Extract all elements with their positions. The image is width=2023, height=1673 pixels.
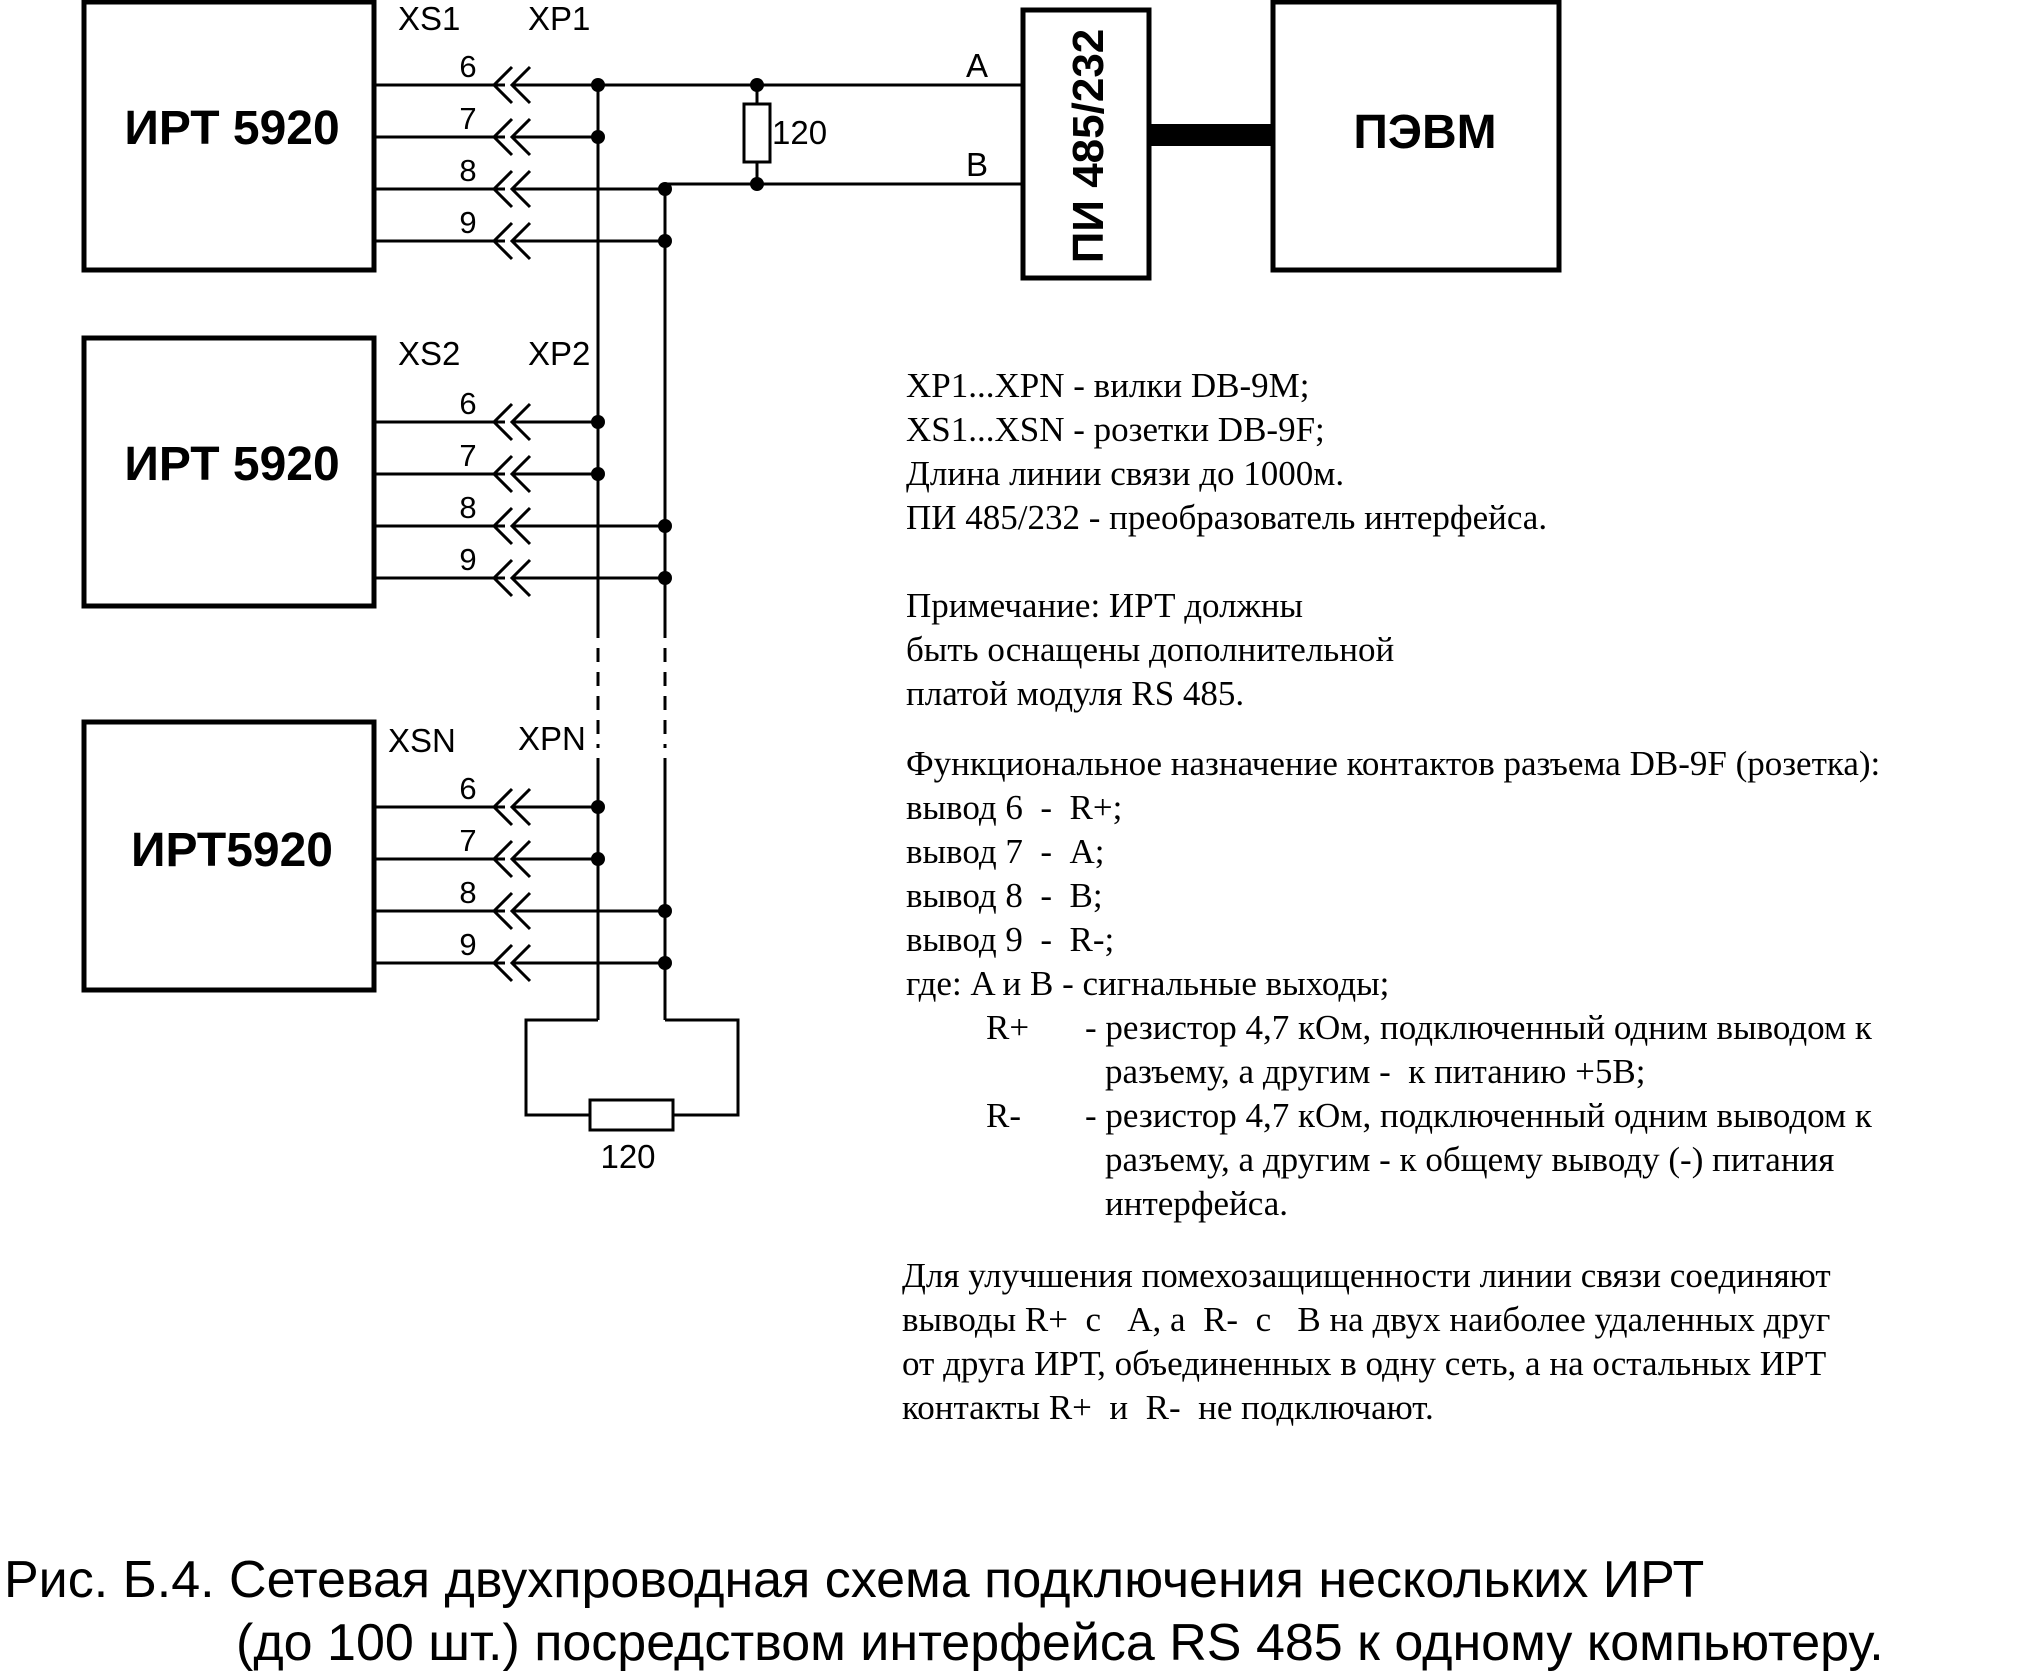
legend-line-4: ПИ 485/232 - преобразователь интерфейса. (906, 498, 1547, 537)
device-2-pin-7-label: 7 (459, 438, 476, 473)
bus-wires (596, 85, 667, 1020)
line-a-label: A (966, 47, 988, 84)
pc: ПЭВМ (1270, 0, 1562, 273)
device-1-pin-7-label: 7 (459, 101, 476, 136)
rminus-desc-2: разъему, а другим - к общему выводу (-) … (1105, 1140, 1834, 1179)
line-b-label: B (966, 146, 988, 183)
remark-line-1: Примечание: ИРТ должны (906, 586, 1303, 625)
device-1-plug-label: XP1 (528, 0, 590, 37)
pinout-line-6: вывод 6 - R+; (906, 788, 1122, 827)
device-3-pin-7-chevron-1 (491, 839, 514, 879)
pc-label: ПЭВМ (1353, 106, 1496, 159)
legend-line-2: XS1...XSN - розетки DB-9F; (906, 410, 1325, 449)
remark-line-2: быть оснащены дополнительной (906, 630, 1394, 669)
improve-line-4: контакты R+ и R- не подключают. (902, 1388, 1434, 1427)
device-2-box (81, 335, 377, 609)
where-line: где: A и B - сигнальные выходы; (906, 964, 1389, 1003)
device-2-plug-label: XP2 (528, 335, 590, 372)
junction-top-resistor-a (750, 78, 764, 92)
device-2-pin-9-label: 9 (459, 542, 476, 577)
caption-line-2: (до 100 шт.) посредством интерфейса RS 4… (236, 1614, 1884, 1672)
device-n: ИРТ5920 XSN XPN 6 7 8 9 (81, 719, 672, 993)
device-1-pin-9-chevron-1 (491, 221, 514, 261)
resistor-top-label: 120 (772, 114, 827, 151)
pinout-line-9: вывод 9 - R-; (906, 920, 1114, 959)
trunk-lines: A B 120 (598, 47, 1023, 191)
device-2-pin-8-label: 8 (459, 490, 476, 525)
device-n-socket-label: XSN (388, 722, 456, 759)
notes: XP1...XPN - вилки DB-9M; XS1...XSN - роз… (902, 366, 1880, 1427)
rplus-desc-2: разъему, а другим - к питанию +5В; (1105, 1052, 1645, 1091)
device-1-pin-9-label: 9 (459, 205, 476, 240)
device-1-pin-6-label: 6 (459, 49, 476, 84)
junction-top-resistor-b (750, 177, 764, 191)
device-n-box (81, 719, 377, 993)
improve-line-2: выводы R+ с A, а R- с B на двух наиболее… (902, 1300, 1830, 1339)
pinout-title: Функциональное назначение контактов разъ… (906, 744, 1880, 783)
device-3-pin-9-chevron-1 (491, 943, 514, 983)
caption-line-1: Рис. Б.4. Сетевая двухпроводная схема по… (4, 1551, 1704, 1609)
rplus-symbol: R+ (986, 1008, 1029, 1047)
resistor-bottom-label: 120 (600, 1138, 655, 1175)
device-1-label: ИРТ 5920 (124, 102, 339, 155)
device-3-pin-7-label: 7 (459, 823, 476, 858)
terminator-wire-right (665, 1018, 740, 1117)
device-1: ИРТ 5920 XS1 XP1 6 7 8 9 (81, 0, 672, 273)
device-2: ИРТ 5920 XS2 XP2 6 7 8 9 (81, 335, 672, 609)
device-2-pin-8-chevron-1 (491, 506, 514, 546)
device-3-pin-9-label: 9 (459, 927, 476, 962)
legend-line-3: Длина линии связи до 1000м. (906, 454, 1344, 493)
rminus-desc-1: - резистор 4,7 кОм, подключенный одним в… (1085, 1096, 1873, 1135)
improve-line-1: Для улучшения помехозащищенности линии с… (902, 1256, 1831, 1295)
device-1-pin-7-chevron-1 (491, 117, 514, 157)
figure-caption: Рис. Б.4. Сетевая двухпроводная схема по… (4, 1551, 1884, 1672)
device-3-pin-8-chevron-1 (491, 891, 514, 931)
device-1-pin-6-chevron-1 (491, 65, 514, 105)
device-2-pin-6-chevron-1 (491, 402, 514, 442)
device-2-pin-9-chevron-1 (491, 558, 514, 598)
resistor-top (742, 102, 772, 164)
device-2-socket-label: XS2 (398, 335, 460, 372)
device-2-pin-6-label: 6 (459, 386, 476, 421)
device-2-pin-7-chevron-1 (491, 454, 514, 494)
improve-line-3: от друга ИРТ, объединенных в одну сеть, … (902, 1344, 1826, 1383)
legend-line-1: XP1...XPN - вилки DB-9M; (906, 366, 1310, 405)
remark-line-3: платой модуля RS 485. (906, 674, 1244, 713)
rminus-symbol: R- (986, 1096, 1021, 1135)
rplus-desc-1: - резистор 4,7 кОм, подключенный одним в… (1085, 1008, 1873, 1047)
device-2-label: ИРТ 5920 (124, 438, 339, 491)
device-3-pin-6-chevron-1 (491, 787, 514, 827)
pinout-line-7: вывод 7 - A; (906, 832, 1105, 871)
device-3-pin-6-label: 6 (459, 771, 476, 806)
device-1-pin-8-label: 8 (459, 153, 476, 188)
device-n-label: ИРТ5920 (131, 824, 333, 877)
rminus-desc-3: интерфейса. (1105, 1184, 1288, 1223)
resistor-bottom (588, 1098, 675, 1132)
pc-box (1270, 0, 1562, 273)
converter: ПИ 485/232 (1020, 7, 1152, 281)
device-n-plug-label: XPN (518, 720, 586, 757)
pinout-line-8: вывод 8 - B; (906, 876, 1103, 915)
device-1-pin-8-chevron-1 (491, 169, 514, 209)
converter-label: ПИ 485/232 (1064, 29, 1113, 264)
device-3-pin-8-label: 8 (459, 875, 476, 910)
bottom-terminator: 120 (524, 1018, 740, 1175)
device-1-socket-label: XS1 (398, 0, 460, 37)
terminator-wire-left (524, 1018, 598, 1117)
